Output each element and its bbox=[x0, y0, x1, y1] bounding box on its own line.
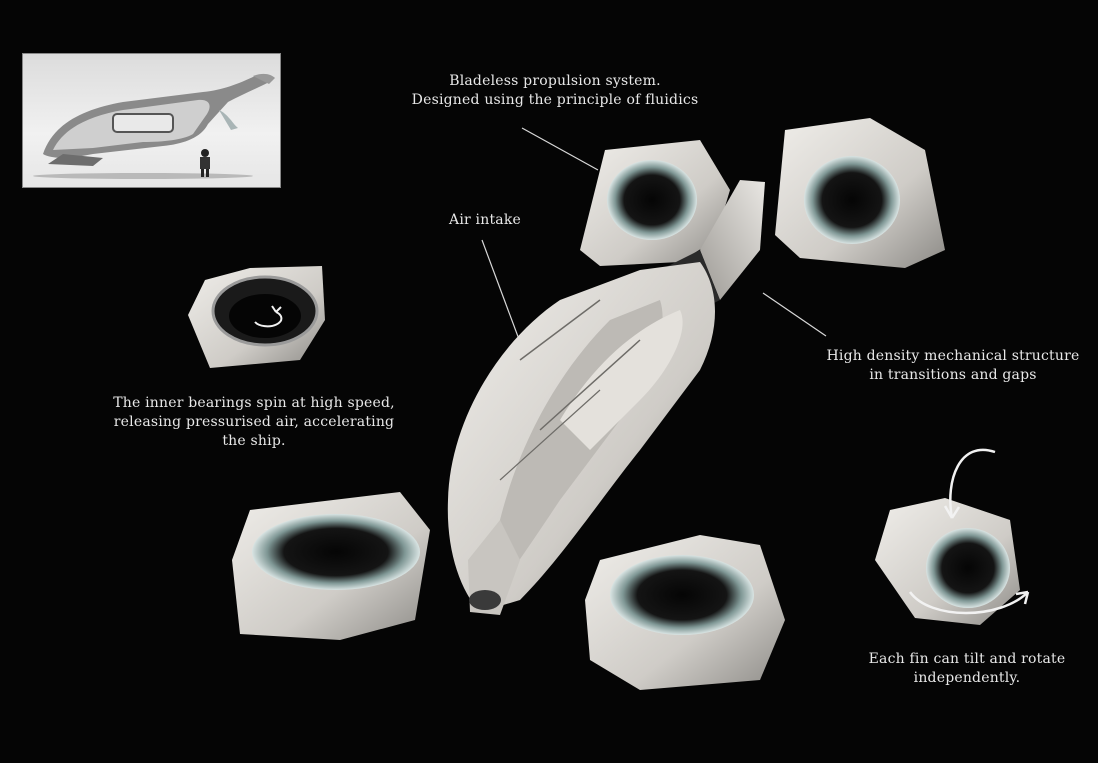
caption-line: releasing pressurised air, accelerating bbox=[113, 414, 395, 430]
rear-fin-pod-right bbox=[775, 118, 945, 268]
caption-line: Air intake bbox=[449, 212, 521, 228]
propulsion-leader-line bbox=[521, 127, 599, 171]
fluidic-ring-left-front bbox=[252, 514, 420, 590]
front-fin-pod-right bbox=[585, 535, 785, 690]
tilt-arrow-icon bbox=[949, 448, 996, 519]
fluidic-ring-right-front bbox=[610, 555, 754, 635]
side-view-thumbnail bbox=[22, 53, 281, 188]
side-view-ship-drawing bbox=[33, 73, 275, 179]
caption-line: the ship. bbox=[222, 433, 286, 449]
caption-line: High density mechanical structure bbox=[826, 348, 1080, 364]
fluidic-ring-right-rear bbox=[804, 156, 900, 244]
tail-spine bbox=[700, 180, 765, 300]
bearing-detail bbox=[188, 266, 325, 368]
nose-sensor bbox=[469, 590, 501, 610]
structure-caption: High density mechanical structure in tra… bbox=[818, 347, 1088, 385]
propulsion-caption: Bladeless propulsion system. Designed us… bbox=[410, 72, 700, 110]
spin-arrow-icon bbox=[254, 311, 283, 328]
caption-line: Bladeless propulsion system. bbox=[449, 73, 661, 89]
figure-for-scale bbox=[200, 149, 210, 177]
structure-leader-line bbox=[762, 292, 827, 337]
rotate-arrow-icon bbox=[908, 591, 1029, 615]
front-fin-pod-left bbox=[232, 492, 430, 640]
fin-rotation-detail bbox=[875, 448, 1030, 625]
caption-line: Each fin can tilt and rotate bbox=[868, 651, 1066, 667]
main-hull bbox=[447, 262, 715, 615]
bearings-caption: The inner bearings spin at high speed, r… bbox=[104, 394, 404, 451]
rear-fin-pod-left bbox=[580, 140, 730, 266]
air-intake-caption: Air intake bbox=[430, 211, 540, 230]
caption-line: The inner bearings spin at high speed, bbox=[113, 395, 395, 411]
fluidic-ring-left-rear bbox=[607, 160, 697, 240]
fin-caption: Each fin can tilt and rotate independent… bbox=[862, 650, 1072, 688]
caption-line: independently. bbox=[913, 670, 1021, 686]
air-intake-leader-line bbox=[481, 239, 521, 343]
caption-line: Designed using the principle of fluidics bbox=[411, 92, 699, 108]
caption-line: in transitions and gaps bbox=[869, 367, 1037, 383]
